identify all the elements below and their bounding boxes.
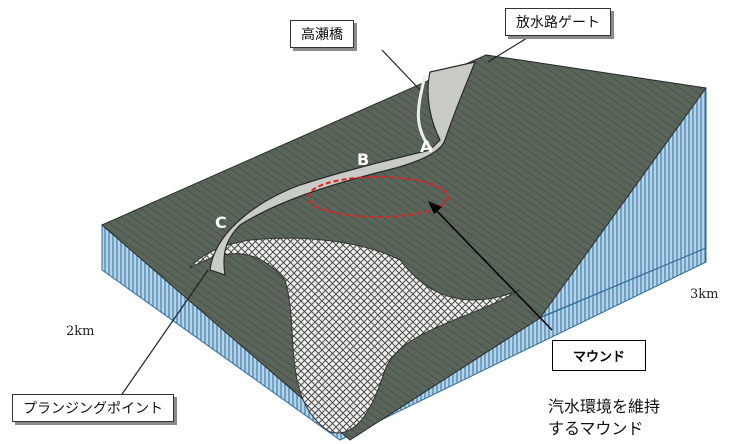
- spillway-gate-label: 放水路ゲート: [505, 8, 611, 36]
- takase-bridge-label: 高瀬橋: [290, 20, 354, 48]
- mound-ellipse: [307, 176, 449, 218]
- point-a-label: A: [420, 137, 433, 156]
- x-extent-label: 3km: [690, 287, 719, 302]
- leader-mound: [431, 205, 553, 331]
- point-b-label: B: [357, 150, 369, 169]
- caption-line-2: するマウンド: [548, 419, 644, 438]
- mound-label: マウンド: [552, 340, 647, 371]
- leader-takase: [381, 49, 421, 91]
- plunging-point-label: プランジングポイント: [12, 394, 174, 422]
- leader-plunging: [117, 269, 209, 401]
- mound-arrowhead: [428, 201, 442, 214]
- river-channel: [209, 61, 476, 276]
- caption-line-1: 汽水環境を維持: [548, 397, 661, 416]
- deep-trough: [189, 237, 521, 434]
- mound-caption: 汽水環境を維持 するマウンド: [548, 396, 660, 440]
- point-c-label: C: [215, 213, 227, 232]
- y-extent-label: 2km: [66, 324, 95, 339]
